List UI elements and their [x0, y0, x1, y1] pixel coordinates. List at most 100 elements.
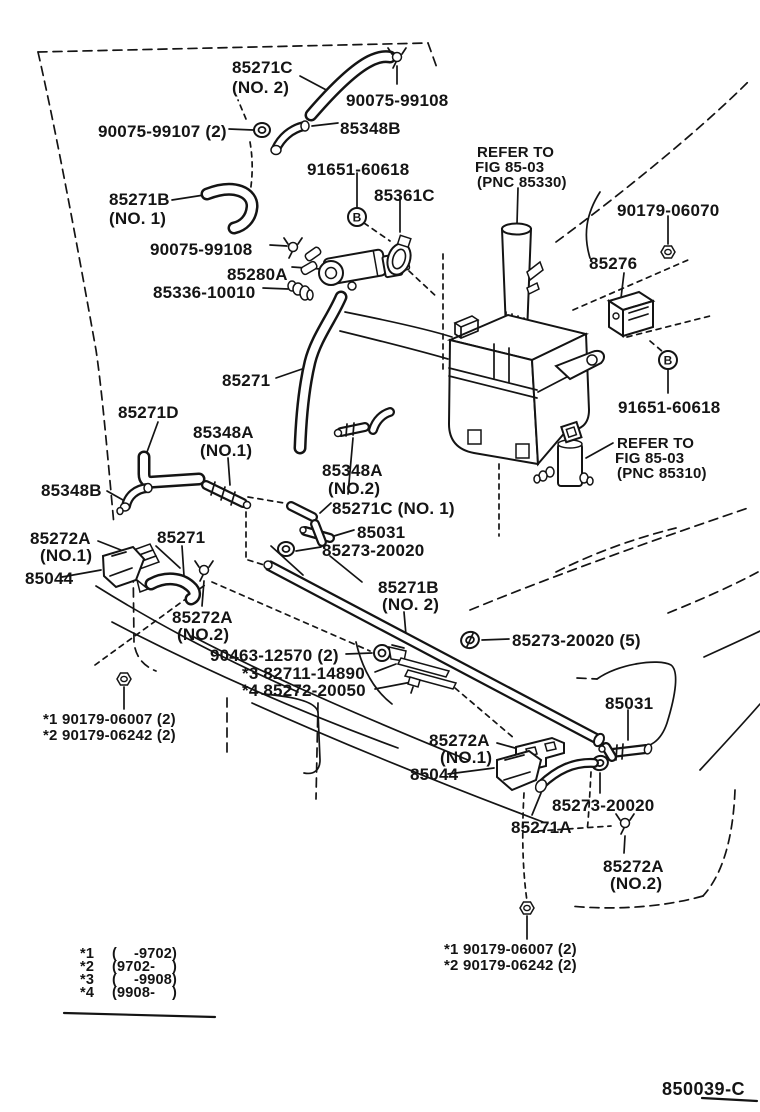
callout-85348b-left: 85348B: [41, 481, 102, 500]
hose-85271-mid: [293, 290, 348, 455]
callout-91651-60618-b: 91651-60618: [618, 398, 721, 417]
footer-underline: [700, 1096, 759, 1103]
callout-85348a-no2-sub: (NO.2): [328, 479, 381, 498]
callout-85271b-no2-sub: (NO. 2): [382, 595, 440, 614]
legend-ref-2: *2: [80, 959, 95, 975]
legend-range-2: (9702- ): [112, 959, 178, 975]
callout-85271b-no2: 85271B: [378, 578, 439, 597]
hose-85348b-top: [270, 120, 310, 156]
callout-85044-left: 85044: [25, 569, 74, 588]
callout-85273-right: 85273-20020: [552, 796, 655, 815]
callout-85348b-top: 85348B: [340, 119, 401, 138]
nut-right: [519, 901, 535, 915]
clip-90075-99108-mid: [283, 237, 303, 259]
callout-82711-14890: *3 82711-14890: [242, 664, 365, 683]
legend-range-4: (9908- ): [112, 985, 178, 1001]
callout-90075-99108-b: 90075-99108: [150, 240, 253, 259]
callout-85272a-no1-left-sub: (NO.1): [40, 546, 93, 565]
leader-lines: [61, 65, 669, 940]
callout-85348a-no1: 85348A: [193, 423, 254, 442]
joint-85031-left: [299, 519, 335, 547]
hose-85271a: [534, 757, 599, 793]
refer-note-85330-l1: REFER TO: [477, 144, 555, 161]
hose-85271b-no1: [200, 182, 259, 235]
grommet-85273-5: [460, 630, 480, 650]
legend-ref-3: *3: [80, 972, 95, 988]
callout-85280a: 85280A: [227, 265, 288, 284]
grommet-85273-left: [277, 541, 295, 557]
legend-ref-4: *4: [80, 985, 95, 1001]
bracket-82711: [396, 657, 458, 694]
refer-note-85310-l3: (PNC 85310): [617, 465, 707, 482]
grommet-90075-99107: [253, 122, 271, 138]
footnote-90179-06242-left: *2 90179-06242 (2): [43, 727, 176, 744]
refer-note-85330-l2: FIG 85-03: [475, 159, 545, 176]
callout-85271-left: 85271: [157, 528, 206, 547]
joint-85031-right: [598, 742, 653, 762]
nut-90179-06070: [660, 245, 676, 259]
callout-85276: 85276: [589, 254, 638, 273]
callout-85272a-no1-left: 85272A: [30, 529, 91, 548]
nozzle-85044-left: [101, 545, 150, 593]
nut-left: [116, 672, 132, 686]
washer-pump-85310: [533, 420, 594, 487]
body-outline-curves: [95, 81, 760, 909]
joint-85348a-no2: [333, 407, 395, 438]
callout-85271a: 85271A: [511, 818, 572, 837]
callout-85272a-no2-left: 85272A: [172, 608, 233, 627]
callout-85273-20020-5: 85273-20020 (5): [512, 631, 641, 650]
callout-85361c: 85361C: [374, 186, 435, 205]
b-marker-letter: B: [353, 211, 362, 225]
clamp-85361c: [386, 234, 412, 276]
legend-ref-1: *1: [80, 946, 95, 962]
refer-note-85330-l3: (PNC 85330): [477, 174, 567, 191]
hose-85271-short: [144, 572, 202, 606]
bolt-marker-b-right: B: [658, 350, 678, 370]
callout-90463-12570: 90463-12570 (2): [210, 646, 339, 665]
b-marker-letter: B: [664, 354, 673, 368]
footnote-90179-06007-left: *1 90179-06007 (2): [43, 711, 176, 728]
callout-91651-60618-a: 91651-60618: [307, 160, 410, 179]
callout-85348a-no2: 85348A: [322, 461, 383, 480]
washer-tube-85271b-no2: [263, 560, 606, 748]
callout-85271d: 85271D: [118, 403, 179, 422]
callout-85271c-no2-sub: (NO. 2): [232, 78, 290, 97]
clip-85272a-no2-right: [615, 813, 635, 835]
callout-85271c-no2: 85271C: [232, 58, 293, 77]
fitting-85271c-no1: [286, 501, 318, 522]
callout-90075-99108-a: 90075-99108: [346, 91, 449, 110]
callout-85272a-no2-left-sub: (NO.2): [177, 625, 230, 644]
tube-85271d: [137, 450, 206, 489]
refer-note-85310-l1: REFER TO: [617, 435, 695, 452]
callout-85031-left: 85031: [357, 523, 406, 542]
callout-85044-right: 85044: [410, 765, 459, 784]
callout-85031-right: 85031: [605, 694, 654, 713]
bolt-marker-b-top: B: [347, 207, 367, 227]
callout-85348a-no1-sub: (NO.1): [200, 441, 253, 460]
relay-85276: [606, 290, 656, 338]
grommet-85336-10010: [287, 280, 314, 301]
callout-85272a-no2-right: 85272A: [603, 857, 664, 876]
legend-underline: [62, 1011, 217, 1019]
nozzle-85044-right: [496, 749, 543, 792]
callout-85271b-no1-sub: (NO. 1): [109, 209, 167, 228]
joint-85348a-no1: [201, 480, 252, 510]
callout-85271b-no1: 85271B: [109, 190, 170, 209]
hose-85271c-no2: [304, 50, 397, 122]
callout-85272a-no1-right: 85272A: [429, 731, 490, 750]
callout-85271-top: 85271: [222, 371, 271, 390]
cowl-dashed-outline: [37, 42, 438, 526]
callout-90179-06070: 90179-06070: [617, 201, 720, 220]
footnote-90179-06242-right: *2 90179-06242 (2): [444, 957, 577, 974]
drawing-number: 850039-C: [662, 1079, 746, 1099]
callout-90075-99107: 90075-99107 (2): [98, 122, 227, 141]
hose-85348b-left: [116, 482, 153, 516]
callout-85272-20050: *4 85272-20050: [242, 681, 366, 700]
callout-85272a-no1-right-sub: (NO.1): [440, 748, 493, 767]
callout-85271c-no1: 85271C (NO. 1): [332, 499, 455, 518]
reservoir-tank: [446, 222, 605, 467]
callout-85273-left: 85273-20020: [322, 541, 425, 560]
legend-range-1: ( -9702): [112, 946, 178, 962]
